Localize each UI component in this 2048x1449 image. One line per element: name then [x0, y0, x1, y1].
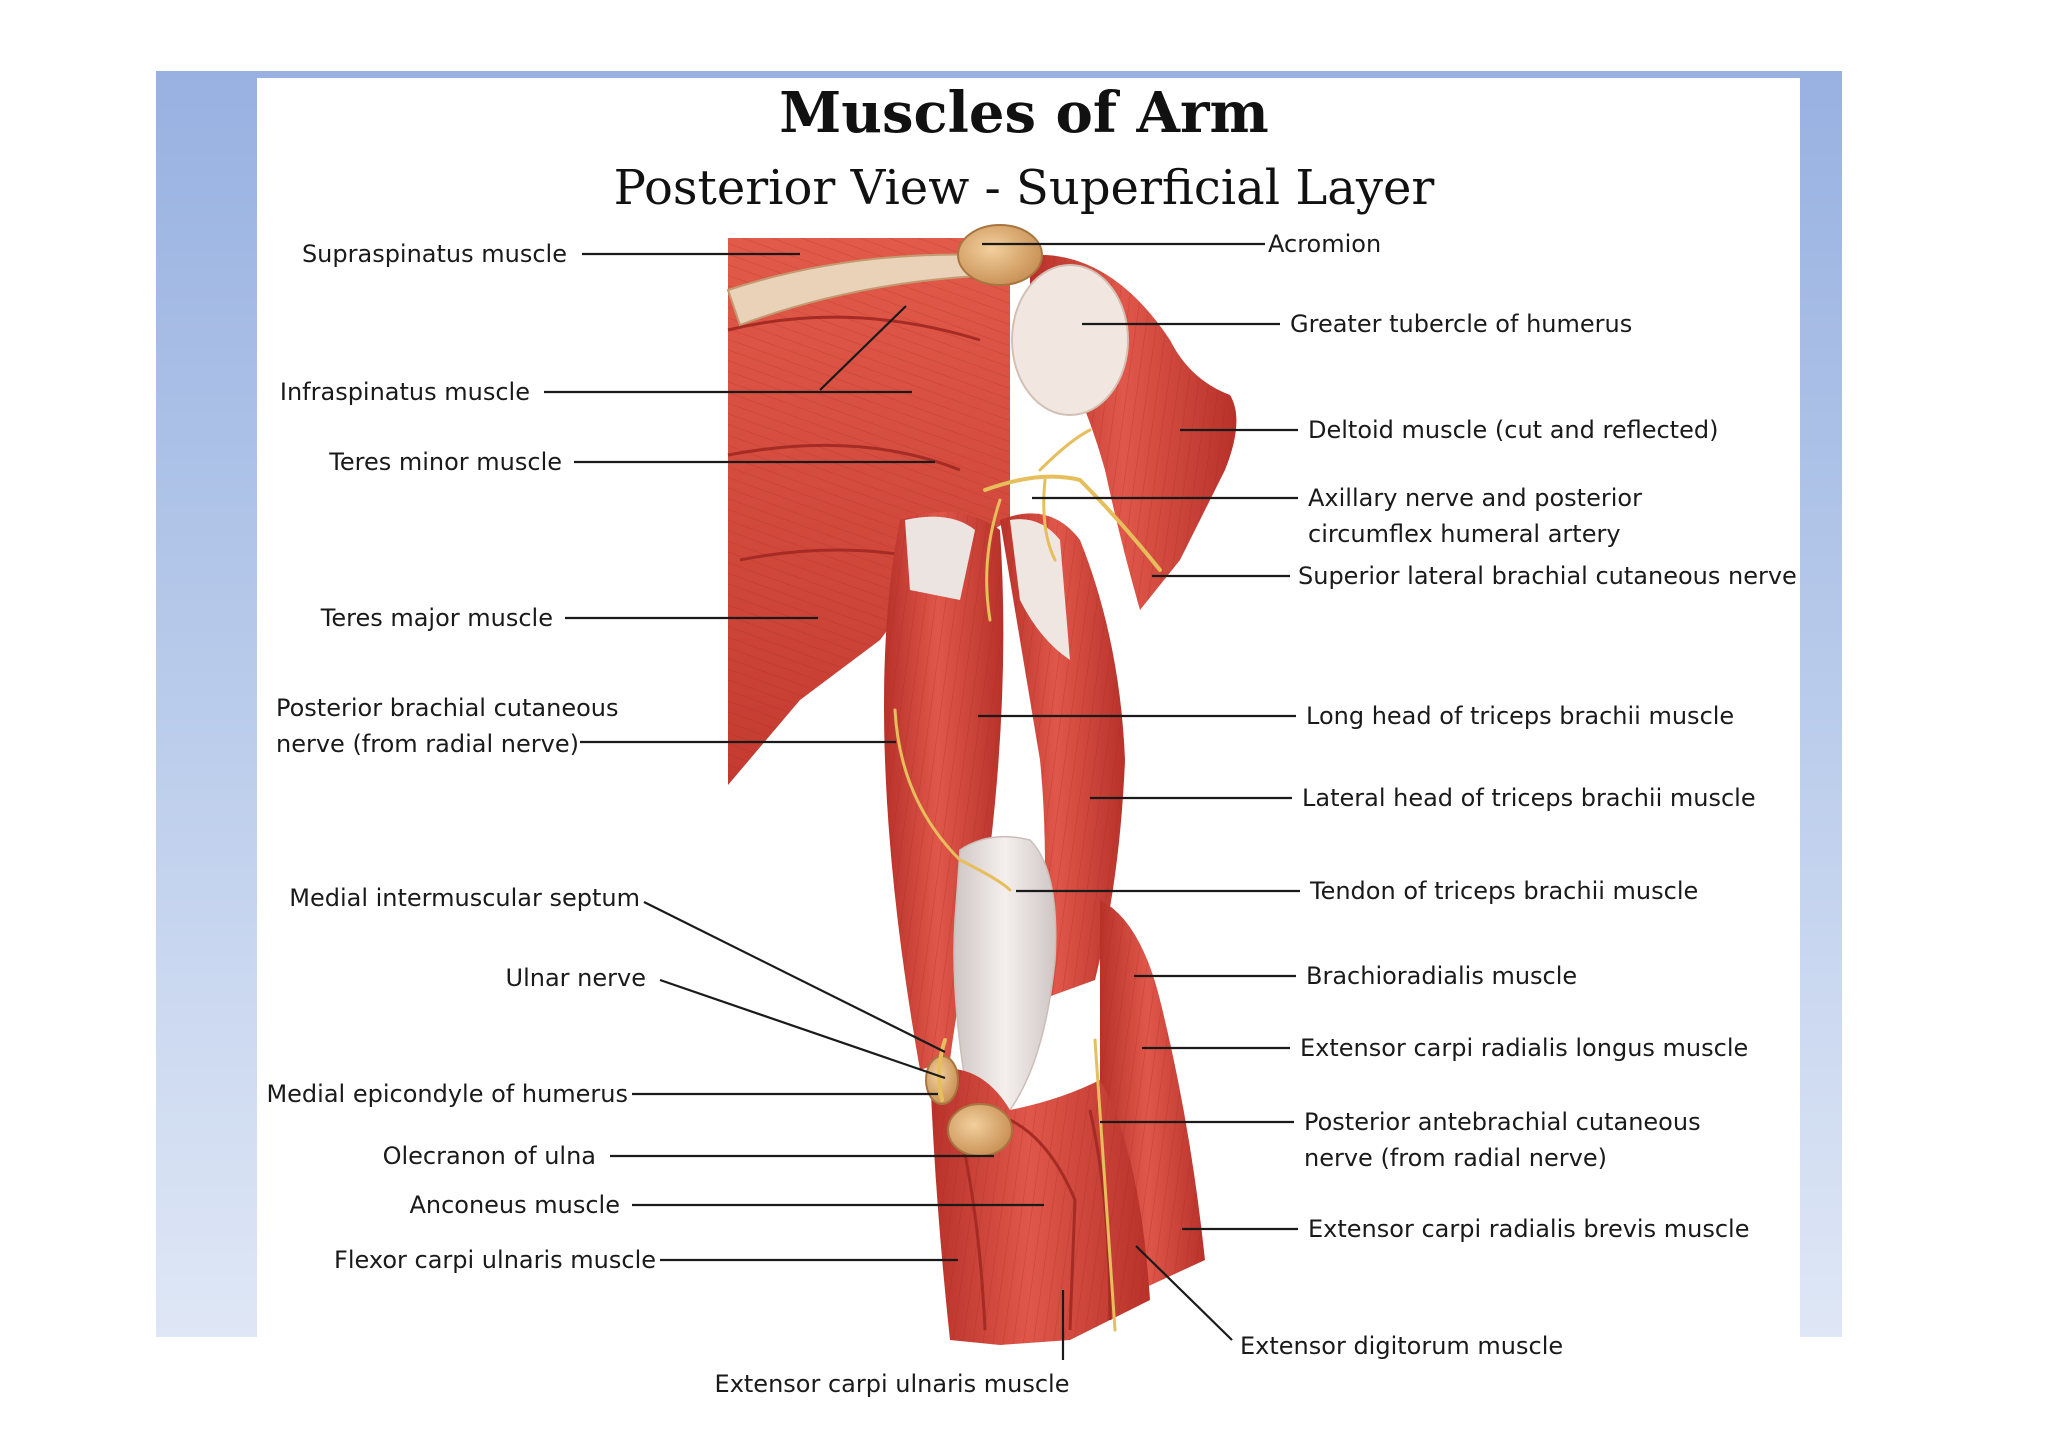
- label-extensor-digitorum: Extensor digitorum muscle: [1240, 1332, 1563, 1360]
- label-flexor-carpi-ulnaris: Flexor carpi ulnaris muscle: [334, 1246, 656, 1274]
- diagram-title: Muscles of Arm: [779, 80, 1269, 146]
- label-anconeus: Anconeus muscle: [409, 1191, 620, 1219]
- olecranon-bone: [947, 1103, 1013, 1157]
- greater-tubercle: [1011, 264, 1129, 416]
- label-lateral-head-triceps: Lateral head of triceps brachii muscle: [1302, 784, 1756, 812]
- triceps-tendon: [953, 835, 1057, 1111]
- label-ecr-brevis: Extensor carpi radialis brevis muscle: [1308, 1215, 1749, 1243]
- label-brachioradialis: Brachioradialis muscle: [1306, 962, 1577, 990]
- nerves: [893, 428, 1162, 1332]
- labels-left: Supraspinatus muscle Infraspinatus muscl…: [266, 240, 1069, 1398]
- label-ulnar-nerve: Ulnar nerve: [506, 964, 646, 992]
- leader-lines-left: [544, 252, 1065, 1360]
- triceps-lateral-head: [1000, 513, 1125, 1000]
- label-tendon-triceps: Tendon of triceps brachii muscle: [1309, 877, 1698, 905]
- label-olecranon: Olecranon of ulna: [383, 1142, 596, 1170]
- label-infraspinatus: Infraspinatus muscle: [280, 378, 530, 406]
- label-medial-epicondyle: Medial epicondyle of humerus: [266, 1080, 628, 1108]
- label-axillary-nerve-line2: circumflex humeral artery: [1308, 520, 1621, 548]
- acromion-bone: [957, 224, 1043, 286]
- label-acromion: Acromion: [1268, 230, 1381, 258]
- label-ecr-longus: Extensor carpi radialis longus muscle: [1300, 1034, 1748, 1062]
- label-posterior-brachial-cutaneous-line2: nerve (from radial nerve): [276, 730, 579, 758]
- label-teres-minor: Teres minor muscle: [328, 448, 562, 476]
- label-posterior-antebrachial-line2: nerve (from radial nerve): [1304, 1144, 1607, 1172]
- label-deltoid: Deltoid muscle (cut and reflected): [1308, 416, 1718, 444]
- triceps-long-head: [884, 512, 1004, 1070]
- label-medial-intermuscular-septum: Medial intermuscular septum: [289, 884, 640, 912]
- leader-lines-right: [978, 242, 1300, 1341]
- label-teres-major: Teres major muscle: [320, 604, 553, 632]
- scapular-muscles: [726, 238, 1010, 785]
- label-superior-lateral-brachial: Superior lateral brachial cutaneous nerv…: [1298, 562, 1797, 590]
- label-extensor-carpi-ulnaris: Extensor carpi ulnaris muscle: [715, 1370, 1070, 1398]
- label-posterior-brachial-cutaneous-line1: Posterior brachial cutaneous: [276, 694, 618, 722]
- label-greater-tubercle: Greater tubercle of humerus: [1290, 310, 1632, 338]
- label-supraspinatus: Supraspinatus muscle: [302, 240, 567, 268]
- diagram-subtitle: Posterior View - Superficial Layer: [613, 160, 1435, 216]
- label-axillary-nerve-line1: Axillary nerve and posterior: [1308, 484, 1642, 512]
- label-long-head-triceps: Long head of triceps brachii muscle: [1306, 702, 1734, 730]
- label-posterior-antebrachial-line1: Posterior antebrachial cutaneous: [1304, 1108, 1701, 1136]
- labels-right: Acromion Greater tubercle of humerus Del…: [1240, 230, 1797, 1360]
